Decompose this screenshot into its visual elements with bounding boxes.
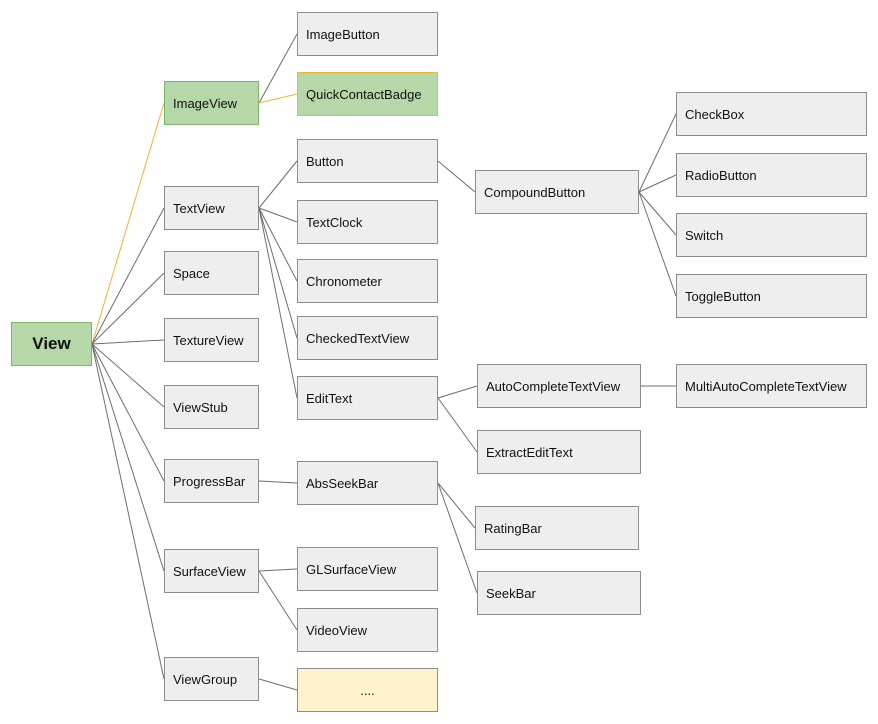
edge-view-to-space	[91, 272, 165, 345]
edge-button-to-compoundbutton	[437, 160, 476, 193]
edge-textview-to-button	[258, 160, 298, 209]
edge-edittext-to-extractedittext	[437, 397, 478, 453]
node-switch: Switch	[676, 213, 867, 257]
node-viewgroup-subclasses-ellipsis: ....	[297, 668, 438, 712]
node-checkedtextview: CheckedTextView	[297, 316, 438, 360]
node-progressbar: ProgressBar	[164, 459, 259, 503]
edge-view-to-textureview	[91, 339, 165, 345]
edge-absseekbar-to-ratingbar	[437, 482, 476, 529]
edge-view-to-viewgroup	[91, 343, 165, 680]
edge-view-to-textview	[91, 207, 165, 345]
node-surfaceview: SurfaceView	[164, 549, 259, 593]
edge-view-to-surfaceview	[91, 343, 165, 572]
node-multiautocompletetextview: MultiAutoCompleteTextView	[676, 364, 867, 408]
edge-view-to-viewstub	[91, 343, 165, 408]
edge-textview-to-textclock	[258, 207, 298, 223]
node-compoundbutton: CompoundButton	[475, 170, 639, 214]
node-radiobutton: RadioButton	[676, 153, 867, 197]
edge-absseekbar-to-seekbar	[437, 482, 478, 594]
node-chronometer: Chronometer	[297, 259, 438, 303]
edge-compoundbutton-to-radiobutton	[638, 174, 677, 193]
edge-imageview-to-quickcontactbadge	[258, 93, 298, 104]
edge-textview-to-edittext	[258, 207, 298, 399]
node-viewstub: ViewStub	[164, 385, 259, 429]
node-extractedittext: ExtractEditText	[477, 430, 641, 474]
edge-edittext-to-autocompletetextview	[437, 385, 478, 399]
node-textclock: TextClock	[297, 200, 438, 244]
edge-compoundbutton-to-switch	[638, 191, 677, 236]
edge-compoundbutton-to-checkbox	[638, 113, 677, 193]
node-textview: TextView	[164, 186, 259, 230]
node-imageview: ImageView	[164, 81, 259, 125]
edge-textview-to-checkedtextview	[258, 207, 298, 339]
node-glsurfaceview: GLSurfaceView	[297, 547, 438, 591]
edge-view-to-progressbar	[91, 343, 165, 482]
node-edittext: EditText	[297, 376, 438, 420]
edge-view-to-imageview	[91, 102, 165, 345]
node-checkbox: CheckBox	[676, 92, 867, 136]
node-view: View	[11, 322, 92, 366]
node-space: Space	[164, 251, 259, 295]
node-button: Button	[297, 139, 438, 183]
node-absseekbar: AbsSeekBar	[297, 461, 438, 505]
node-seekbar: SeekBar	[477, 571, 641, 615]
edge-imageview-to-imagebutton	[258, 33, 298, 104]
node-videoview: VideoView	[297, 608, 438, 652]
edge-progressbar-to-absseekbar	[258, 480, 298, 484]
node-autocompletetextview: AutoCompleteTextView	[477, 364, 641, 408]
node-togglebutton: ToggleButton	[676, 274, 867, 318]
edge-surfaceview-to-glsurfaceview	[258, 568, 298, 572]
node-ratingbar: RatingBar	[475, 506, 639, 550]
edge-viewgroup-to-ellipsis	[258, 678, 298, 691]
edge-surfaceview-to-videoview	[258, 570, 298, 631]
node-imagebutton: ImageButton	[297, 12, 438, 56]
node-viewgroup: ViewGroup	[164, 657, 259, 701]
edge-textview-to-chronometer	[258, 207, 298, 282]
node-textureview: TextureView	[164, 318, 259, 362]
node-quickcontactbadge: QuickContactBadge	[297, 72, 438, 116]
edge-compoundbutton-to-togglebutton	[638, 191, 677, 297]
